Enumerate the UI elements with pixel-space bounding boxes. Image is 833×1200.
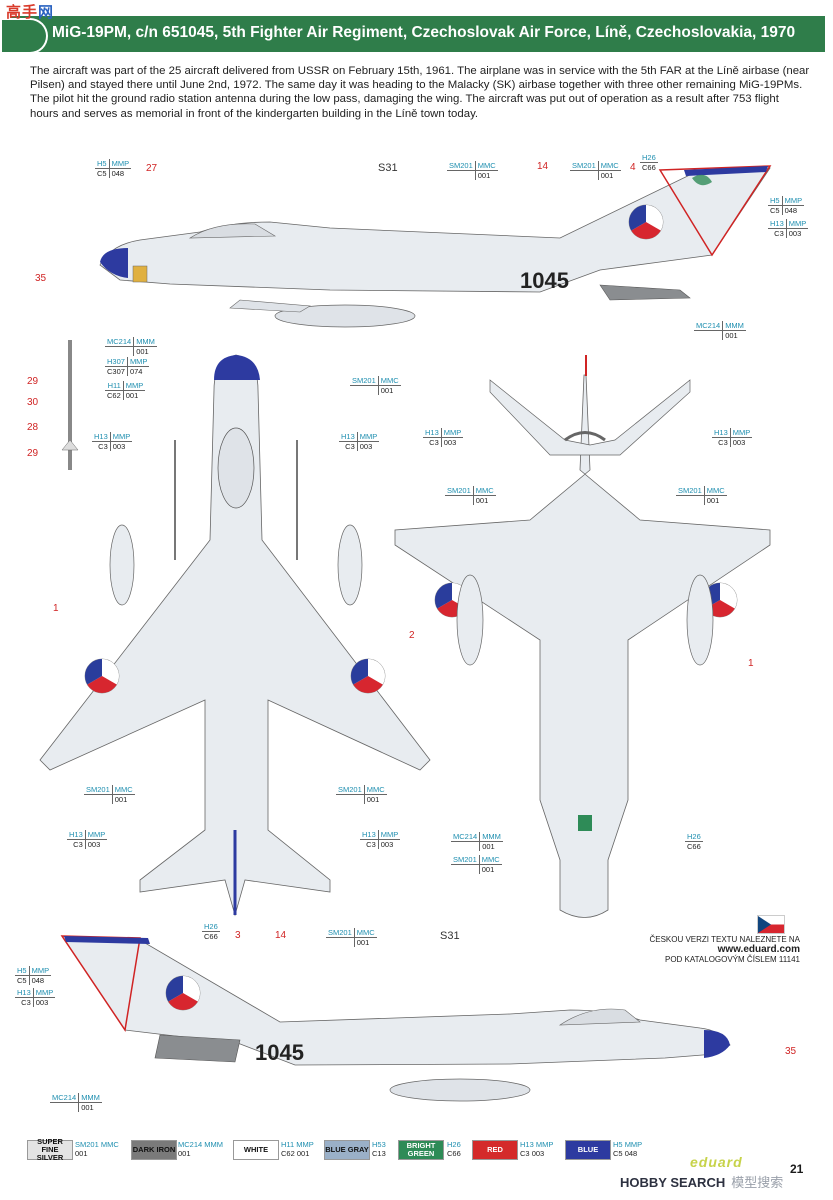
legend-swatch-bright-green: BRIGHT GREEN [398,1140,444,1160]
plan-view-bottom [394,355,771,918]
legend-swatch-blue: BLUE [565,1140,611,1160]
czech-note-line2: POD KATALOGOVÝM ČÍSLEM 11141 [664,955,800,964]
profile-badge [2,18,48,54]
hobbysearch-text-cn: 模型搜索 [731,1176,784,1191]
missile-detail [61,340,79,470]
side-profile-right [60,935,731,1102]
legend-swatch-dark-iron: DARK IRON [131,1140,177,1160]
description-text: The aircraft was part of the 25 aircraft… [30,65,810,120]
stencil-s31-top: S31 [378,162,398,174]
page-title: MiG-19PM, c/n 651045, 5th Fighter Air Re… [52,24,796,41]
czech-note-url: www.eduard.com [717,944,800,955]
marker-3: 3 [235,930,241,941]
side-profile-left [99,165,772,328]
marker-2: 2 [409,630,415,641]
page-number: 21 [790,1162,804,1176]
czech-note-line1: ČESKOU VERZI TEXTU NALEZNETE NA [649,935,800,944]
legend-swatch-blue-gray: BLUE GRAY [324,1140,370,1160]
marker-4: 4 [630,162,636,173]
marker-35-bottom: 35 [785,1046,797,1057]
marker-14-top: 14 [537,161,549,172]
watermark-text-b: 网 [38,4,55,21]
stencil-s31-bottom: S31 [440,930,460,942]
plan-view-top [39,354,431,917]
marker-1-right: 1 [748,658,754,669]
eduard-logo: eduard [690,1154,743,1170]
legend-swatch-super-fine-silver: SUPER FINE SILVER [27,1138,73,1162]
title-bar [10,16,825,52]
hobbysearch-watermark: HOBBY SEARCH 模型搜索 [620,1172,783,1191]
marker-1-left: 1 [53,603,59,614]
czech-version-note: ČESKOU VERZI TEXTU NALEZNETE NA www.edua… [600,935,800,965]
serial-number-left: 1045 [520,268,569,293]
czech-flag-icon [757,915,785,934]
marker-35-top: 35 [35,273,47,284]
serial-number-right: 1045 [255,1040,304,1065]
marker-29-a: 29 [27,376,39,387]
marker-28: 28 [27,422,39,433]
watermark-text: 高手 [6,4,39,21]
hobbysearch-text: HOBBY SEARCH [620,1175,726,1190]
marker-29-b: 29 [27,448,39,459]
marker-14-bottom: 14 [275,930,287,941]
marker-30: 30 [27,397,39,408]
legend-swatch-red: RED [472,1140,518,1160]
legend-swatch-white: WHITE [233,1140,279,1160]
watermark-logo: 高手网 [6,1,54,22]
marker-27: 27 [146,163,158,174]
